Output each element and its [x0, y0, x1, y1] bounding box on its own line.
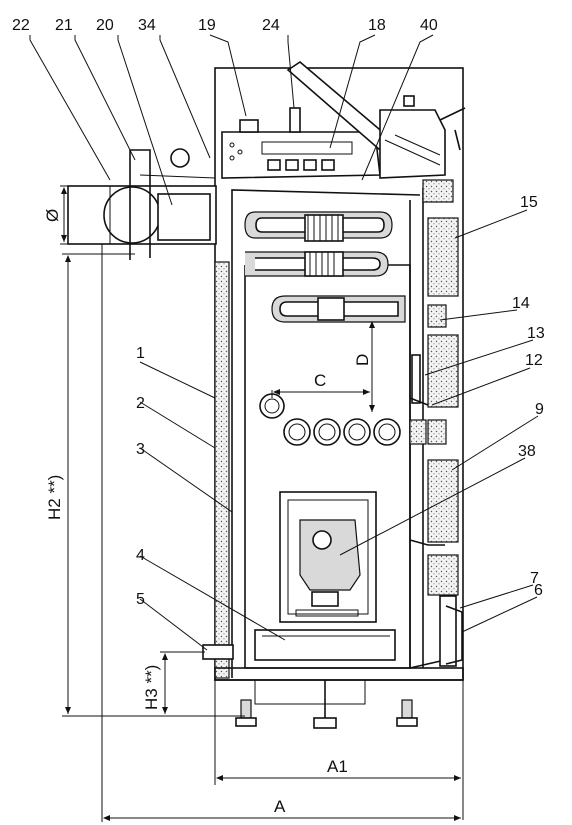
callout-38: 38 [518, 443, 536, 460]
callout-3: 3 [136, 441, 145, 458]
heat-exchanger-coils [244, 211, 406, 323]
callout-1: 1 [136, 345, 145, 362]
callout-14: 14 [512, 295, 530, 312]
callout-13: 13 [527, 325, 545, 342]
dim-c: C [314, 371, 326, 390]
callout-7: 7 [530, 570, 539, 587]
dimension-lines [60, 110, 464, 822]
callout-5: 5 [136, 591, 145, 608]
callout-9: 9 [535, 401, 544, 418]
dim-h3: H3 **) [142, 665, 161, 710]
callout-18: 18 [368, 17, 386, 34]
callout-22: 22 [12, 17, 30, 34]
dim-d: D [353, 354, 372, 366]
control-panel [221, 61, 466, 179]
callout-21: 21 [55, 17, 73, 34]
callout-2: 2 [136, 395, 145, 412]
callout-6: 6 [534, 582, 543, 599]
leader-lines [29, 34, 539, 651]
dim-diameter: Ø [43, 209, 62, 222]
callout-4: 4 [136, 547, 145, 564]
callout-34: 34 [138, 17, 156, 34]
dim-a: A [274, 797, 286, 816]
ash-pan [254, 629, 396, 661]
dim-a1: A1 [327, 757, 348, 776]
dim-h2: H2 **) [45, 475, 64, 520]
callout-15: 15 [520, 194, 538, 211]
flue-tubes [259, 393, 401, 446]
callout-24: 24 [262, 17, 280, 34]
dimension-labels: Ø H2 **) H3 **) C D A1 A [43, 209, 372, 816]
flue-outlet [67, 148, 217, 260]
top-insulation [409, 179, 459, 596]
right-side-fittings [409, 354, 463, 667]
return-connection [202, 644, 234, 660]
callout-40: 40 [420, 17, 438, 34]
callout-labels: 22 21 20 34 19 24 18 40 15 14 13 12 9 38… [12, 17, 545, 608]
boiler-base [235, 679, 418, 729]
firing-door [279, 491, 377, 623]
callout-12: 12 [525, 352, 543, 369]
callout-19: 19 [198, 17, 216, 34]
callout-20: 20 [96, 17, 114, 34]
